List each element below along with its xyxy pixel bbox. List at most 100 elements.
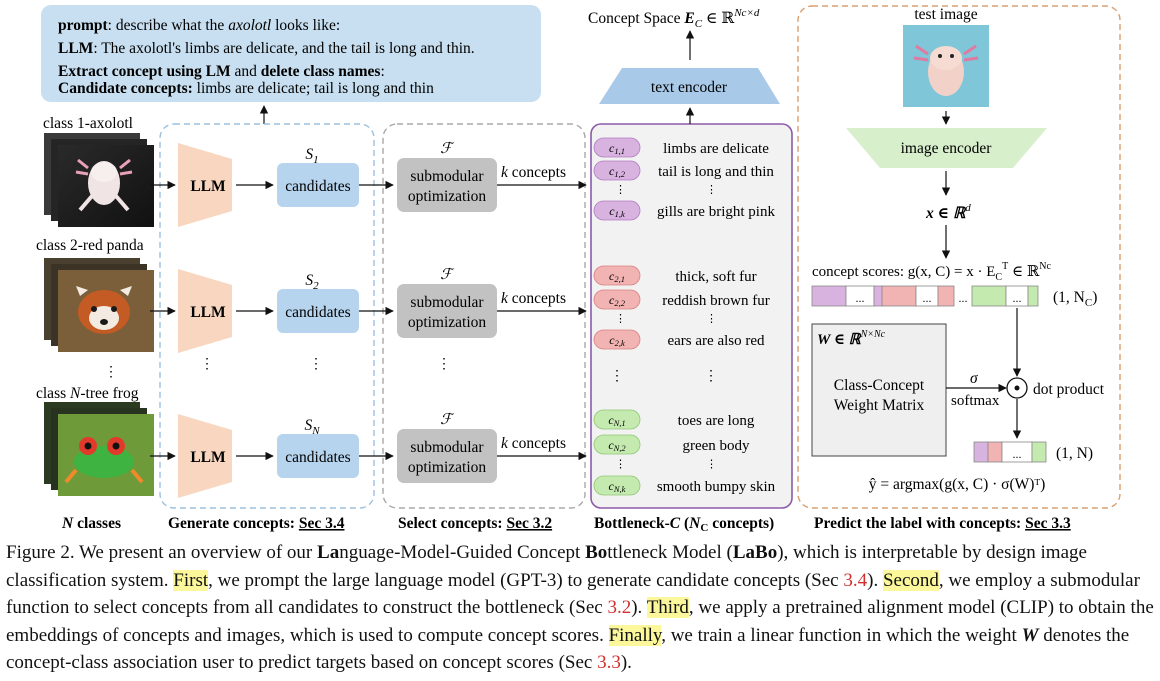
softmax-label: softmax — [951, 393, 1000, 409]
weight-matrix-box — [811, 323, 947, 457]
concept-code-3-2: cN,2 — [608, 438, 626, 453]
argmax-formula: ŷ = argmax(g(x, C) · σ(W)ᵀ) — [869, 476, 1046, 493]
concept-space-label: Concept Space EC ∈ ℝNc×d — [588, 7, 760, 30]
llm-shape-2 — [178, 269, 232, 353]
concept-code-2-3: c2,k — [609, 333, 625, 348]
generate-label: Generate concepts: Sec 3.4 — [168, 515, 345, 532]
concept-pill-3-1 — [593, 409, 641, 430]
ref-sec-3-4[interactable]: 3.4 — [843, 569, 868, 591]
figure-caption: Figure 2. We present an overview of our … — [6, 542, 1154, 674]
vdots-images: ⋮ — [104, 365, 118, 380]
text-encoder-label: text encoder — [651, 79, 728, 96]
ref-sec-3-3[interactable]: 3.3 — [597, 652, 621, 674]
concept-text-2-2: reddish brown fur — [662, 293, 769, 309]
concept-code-2-1: c2,1 — [609, 269, 625, 284]
submodular-line2-2: optimization — [408, 314, 487, 331]
llm-answer-text: : The axolotl's limbs are delicate, and … — [93, 40, 474, 57]
submodular-box-n — [397, 429, 497, 483]
pipeline-rows: LLMS1candidatesℱsubmodularoptimizationk … — [150, 141, 587, 498]
candidate-text: limbs are delicate; tail is long and thi… — [193, 80, 434, 97]
concept-vdots-text-3: ⋮ — [706, 459, 717, 471]
submodular-line2-1: optimization — [408, 188, 487, 205]
ref-sec-3-2[interactable]: 3.2 — [607, 597, 632, 619]
prompt-text-b: looks like: — [271, 17, 340, 34]
image-encoder-label: image encoder — [901, 140, 993, 157]
highlight-finally: Finally — [608, 624, 662, 646]
concept-pill-1-2 — [593, 160, 641, 181]
f-symbol-2: ℱ — [440, 267, 455, 283]
concept-vdots-code-2: ⋮ — [615, 313, 626, 325]
test-image-label: test image — [914, 6, 977, 23]
weight-line1: Class-Concept — [834, 377, 925, 394]
concept-text-1-1: limbs are delicate — [663, 141, 769, 157]
k-concepts-label-n: k concepts — [501, 435, 566, 452]
concept-code-1-2: c1,2 — [609, 164, 626, 179]
llm-answer-label: LLM — [58, 40, 94, 57]
output-dots: ... — [1013, 447, 1022, 461]
vdots-texts: ⋮ — [704, 369, 718, 384]
class-n-label: class N-tree frog — [36, 385, 139, 402]
candidates-label-2: candidates — [285, 304, 350, 321]
concept-pill-1-1 — [593, 137, 641, 158]
submodular-box-1 — [397, 158, 497, 212]
concept-code-2-2: c2,2 — [609, 293, 626, 308]
delete-label: delete class names — [261, 63, 381, 80]
highlight-third: Third — [646, 597, 689, 619]
vdots-codes: ⋮ — [610, 369, 624, 384]
llm-label-2: LLM — [190, 304, 226, 321]
submodular-line1-2: submodular — [410, 294, 484, 311]
class-n-images — [44, 402, 154, 496]
svg-text:Extract concept using LM and d: Extract concept using LM and delete clas… — [58, 63, 385, 80]
image-encoder-shape — [846, 128, 1047, 168]
candidates-box-n — [277, 434, 359, 478]
concept-code-3-1: cN,1 — [608, 413, 625, 428]
concept-code-1-1: c1,1 — [609, 141, 625, 156]
concept-pill-2-1 — [593, 265, 641, 286]
concept-pill-2-2 — [593, 289, 641, 310]
llm-label-n: LLM — [190, 449, 226, 466]
candidates-box-1 — [277, 163, 359, 207]
submodular-box-2 — [397, 284, 497, 338]
k-concepts-label-2: k concepts — [501, 290, 566, 307]
llm-shape-1 — [178, 143, 232, 227]
candidates-label-1: candidates — [285, 178, 350, 195]
n-classes-label: N classes — [61, 515, 121, 532]
prompt-box: prompt: describe what the axolotl looks … — [41, 5, 541, 102]
score-dots-3: ... — [1013, 291, 1022, 305]
prompt-text-a: : describe what the — [108, 17, 229, 34]
vdots-llm: ⋮ — [200, 357, 214, 372]
shape-1-n: (1, N) — [1056, 445, 1093, 462]
concept-vdots-text-1: ⋮ — [706, 184, 717, 196]
llm-label-1: LLM — [190, 178, 226, 195]
concept-text-1-3: gills are bright pink — [657, 204, 775, 220]
candidate-label: Candidate concepts: — [58, 80, 193, 97]
score-dots-2: ... — [923, 291, 932, 305]
text-encoder-shape — [599, 68, 780, 104]
bottleneck-box — [590, 123, 793, 509]
dot-product-label: dot product — [1033, 381, 1105, 398]
f-symbol-1: ℱ — [440, 141, 455, 157]
concept-text-3-3: smooth bumpy skin — [657, 479, 776, 495]
x-in-r: x ∈ ℝd — [925, 202, 971, 222]
shape-1-nc: (1, NC) — [1053, 289, 1097, 309]
test-image — [903, 25, 989, 107]
class-1-images — [44, 133, 154, 227]
k-concepts-label-1: k concepts — [501, 164, 566, 181]
llm-shape-n — [178, 414, 232, 498]
vdots-submodular: ⋮ — [437, 357, 451, 372]
score-dots-1: ... — [856, 291, 865, 305]
concept-scores-label: concept scores: g(x, C) = x · ECT ∈ ℝNc — [812, 261, 1051, 283]
f-symbol-n: ℱ — [440, 412, 455, 428]
candidates-label-n: candidates — [285, 449, 350, 466]
submodular-line1-1: submodular — [410, 168, 484, 185]
prompt-label: prompt — [58, 17, 109, 34]
sigma-label: σ — [970, 370, 979, 387]
extract-mid: and — [231, 63, 261, 80]
bottleneck-label: Bottleneck-C (NC concepts) — [594, 515, 774, 534]
class-2-label: class 2-red panda — [36, 237, 144, 254]
concept-code-3-3: cN,k — [609, 479, 626, 494]
concept-pill-3-2 — [593, 434, 641, 455]
concept-text-3-2: green body — [682, 438, 750, 454]
set-label-1: S1 — [305, 146, 318, 166]
